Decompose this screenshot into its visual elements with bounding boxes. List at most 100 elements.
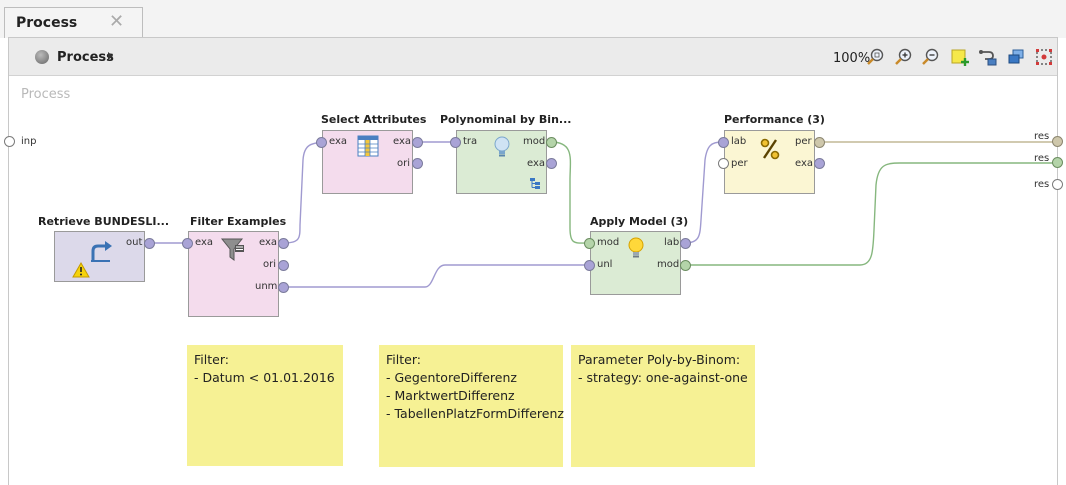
wire-poly-apply	[550, 141, 589, 244]
result-port-3-label: res	[1034, 179, 1050, 190]
lightbulb-icon	[494, 136, 510, 157]
result-port-1[interactable]	[1052, 136, 1063, 147]
note-poly-binom-params[interactable]: Parameter Poly-by-Binom: - strategy: one…	[571, 345, 755, 467]
note-line: Filter:	[194, 352, 229, 367]
poly-operator[interactable]: tra mod exa	[456, 130, 547, 194]
select-operator-label: Select Attributes	[321, 113, 427, 126]
note-line: - GegentoreDifferenz	[386, 370, 517, 385]
note-line: - strategy: one-against-one	[578, 370, 748, 385]
filter-funnel-icon	[220, 238, 244, 261]
note-line: - MarktwertDifferenz	[386, 388, 515, 403]
wire-apply-perf	[684, 141, 723, 244]
perf-per-out-port[interactable]	[814, 137, 825, 148]
wire-filter-apply	[284, 264, 586, 288]
filter-in-exa-port[interactable]	[182, 238, 193, 249]
tab-title: Process	[16, 15, 78, 31]
subprocess-icon	[530, 178, 540, 189]
apply-unl-label: unl	[597, 259, 613, 270]
apply-mod-out-label: mod	[657, 259, 680, 270]
apply-mod-in-label: mod	[597, 237, 620, 248]
retrieve-out-port[interactable]	[144, 238, 155, 249]
add-note-icon[interactable]	[950, 47, 970, 67]
wire-filter-select	[283, 141, 331, 244]
poly-tra-port[interactable]	[450, 137, 461, 148]
select-operator[interactable]: exa exa ori	[322, 130, 413, 194]
select-in-exa-port[interactable]	[316, 137, 327, 148]
tab-process[interactable]: Process ✕	[4, 7, 143, 38]
perf-lab-label: lab	[731, 136, 747, 147]
poly-exa-port[interactable]	[546, 158, 557, 169]
retrieve-operator[interactable]: out	[54, 231, 145, 282]
select-out-exa-label: exa	[393, 136, 412, 147]
filter-unm-port[interactable]	[278, 282, 289, 293]
chevron-right-icon[interactable]	[108, 52, 113, 60]
result-port-3[interactable]	[1052, 179, 1063, 190]
apply-unl-port[interactable]	[584, 260, 595, 271]
apply-mod-in-port[interactable]	[584, 238, 595, 249]
note-line: Parameter Poly-by-Binom:	[578, 352, 741, 367]
select-ori-port[interactable]	[412, 158, 423, 169]
arrange-operators-icon[interactable]	[1006, 47, 1026, 67]
note-line: Filter:	[386, 352, 421, 367]
filter-ori-label: ori	[263, 259, 277, 270]
apply-mod-out-port[interactable]	[680, 260, 691, 271]
warning-icon	[72, 262, 90, 278]
result-port-2[interactable]	[1052, 157, 1063, 168]
process-input-label: inp	[21, 136, 37, 147]
apply-lab-label: lab	[664, 237, 680, 248]
perf-operator-label: Performance (3)	[724, 113, 825, 126]
poly-mod-port[interactable]	[546, 137, 557, 148]
canvas-title: Process	[21, 87, 71, 102]
close-icon[interactable]: ✕	[109, 11, 125, 32]
perf-operator[interactable]: lab per per exa	[724, 130, 815, 194]
perf-exa-port[interactable]	[814, 158, 825, 169]
poly-mod-label: mod	[523, 136, 546, 147]
note-filter-attributes[interactable]: Filter: - GegentoreDifferenz - Marktwert…	[379, 345, 564, 467]
perf-lab-port[interactable]	[718, 137, 729, 148]
breadcrumb-process[interactable]: Process	[57, 50, 114, 65]
auto-wire-icon[interactable]	[978, 47, 998, 67]
zoom-in-icon[interactable]	[894, 47, 914, 67]
process-toolbar: Process 100%	[9, 38, 1057, 76]
note-line: - Datum < 01.01.2016	[194, 370, 335, 385]
select-in-exa-label: exa	[329, 136, 348, 147]
filter-unm-label: unm	[255, 281, 278, 292]
filter-out-exa-label: exa	[259, 237, 278, 248]
tab-strip: Process ✕	[0, 0, 1066, 38]
filter-ori-port[interactable]	[278, 260, 289, 271]
retrieve-arrow-icon	[91, 241, 112, 262]
filter-operator-label: Filter Examples	[190, 215, 287, 228]
result-port-2-label: res	[1034, 153, 1050, 164]
apply-operator-label: Apply Model (3)	[590, 215, 689, 228]
perf-per-in-label: per	[731, 158, 748, 169]
result-port-1-label: res	[1034, 131, 1050, 142]
note-filter-datum[interactable]: Filter: - Datum < 01.01.2016	[187, 345, 343, 466]
filter-operator[interactable]: exa exa ori unm	[188, 231, 279, 317]
poly-tra-label: tra	[463, 136, 478, 147]
zoom-out-icon[interactable]	[921, 47, 941, 67]
poly-exa-label: exa	[527, 158, 546, 169]
select-ori-label: ori	[397, 158, 411, 169]
note-line: - TabellenPlatzFormDifferenz	[386, 406, 564, 421]
filter-out-exa-port[interactable]	[278, 238, 289, 249]
retrieve-operator-label: Retrieve BUNDESLI...	[38, 215, 170, 228]
perf-per-in-port[interactable]	[718, 158, 729, 169]
lightbulb-icon	[628, 237, 644, 258]
percent-icon	[760, 138, 780, 160]
retrieve-out-label: out	[126, 237, 143, 248]
attribute-table-icon	[357, 135, 379, 157]
perf-per-out-label: per	[795, 136, 812, 147]
apply-operator[interactable]: mod unl lab mod	[590, 231, 681, 295]
zoom-fit-icon[interactable]	[866, 47, 886, 67]
perf-exa-label: exa	[795, 158, 814, 169]
process-input-port[interactable]	[4, 136, 15, 147]
filter-in-exa-label: exa	[195, 237, 214, 248]
process-dot-icon	[35, 50, 49, 64]
fit-selection-icon[interactable]	[1034, 47, 1054, 67]
select-out-exa-port[interactable]	[412, 137, 423, 148]
apply-lab-port[interactable]	[680, 238, 691, 249]
wire-apply-res	[685, 162, 1058, 266]
poly-operator-label: Polynominal by Bin...	[440, 113, 572, 126]
zoom-level: 100%	[833, 51, 871, 66]
